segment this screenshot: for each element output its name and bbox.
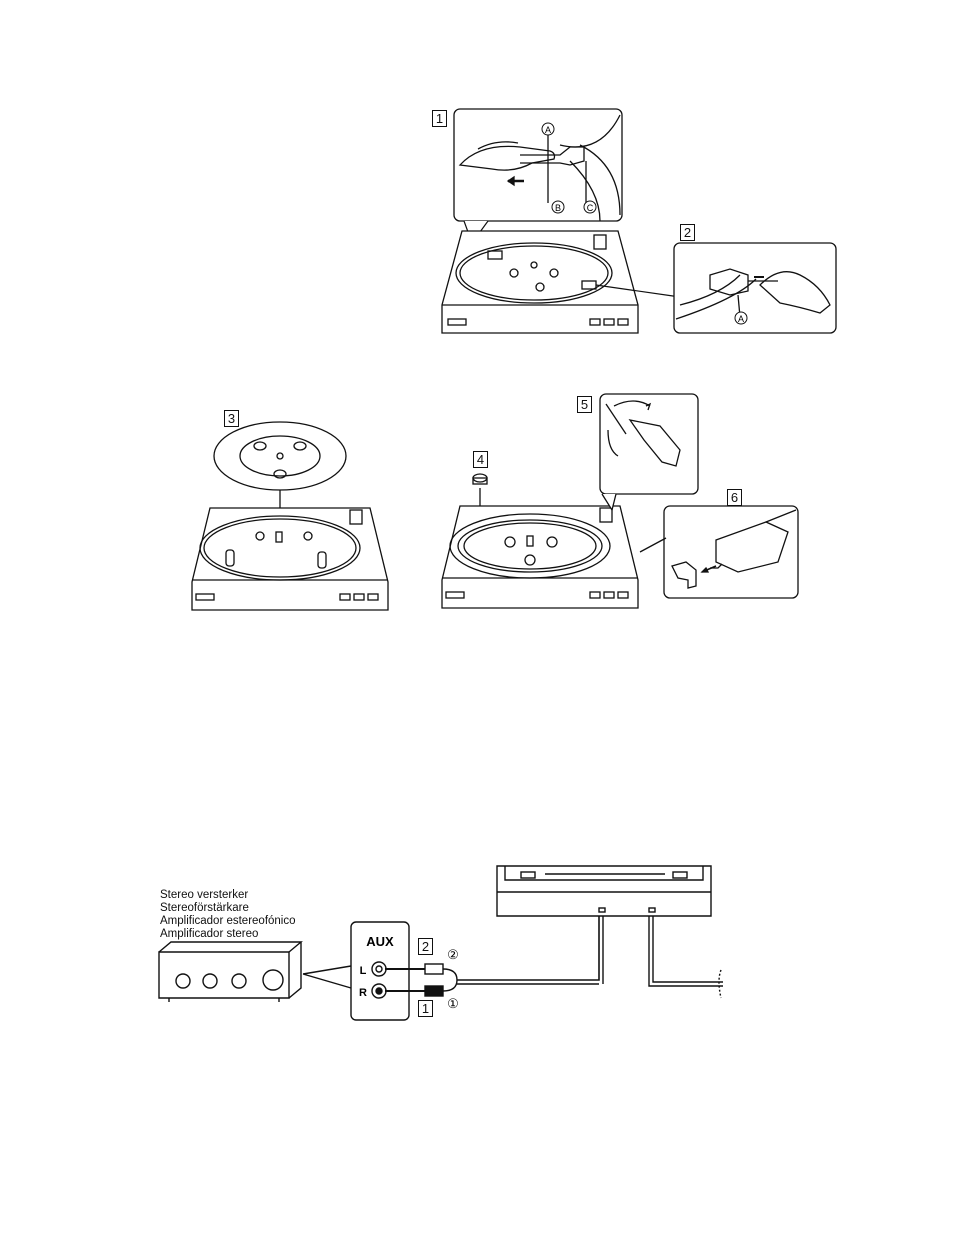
figure-connection: AUX L R ② ① [155, 860, 725, 1025]
aux-left-label: L [360, 965, 367, 977]
inset-step-2 [674, 243, 836, 333]
aux-right-label: R [359, 987, 367, 999]
step-label-6: 6 [727, 489, 742, 506]
step-label-3: 3 [224, 410, 239, 427]
plug-mark-2: ② [447, 947, 459, 962]
callout-a: A [545, 125, 551, 135]
step-label-1: 1 [432, 110, 447, 127]
figure-mat [190, 410, 390, 615]
figure-cartridge [440, 390, 800, 615]
inset-step-1 [454, 109, 622, 221]
callout-b: B [555, 203, 561, 213]
callout-c: C [587, 203, 594, 213]
callout-a2: A [738, 314, 744, 324]
plug-mark-1: ① [447, 996, 459, 1011]
step-label-5: 5 [577, 396, 592, 413]
aux-title: AUX [366, 934, 394, 949]
figure-stylus-cover: A B C A [430, 105, 850, 345]
step-label-connect-2: 2 [418, 938, 433, 955]
step-label-4: 4 [473, 451, 488, 468]
turntable-top [442, 231, 638, 333]
step-label-2: 2 [680, 224, 695, 241]
step-label-connect-1: 1 [418, 1000, 433, 1017]
